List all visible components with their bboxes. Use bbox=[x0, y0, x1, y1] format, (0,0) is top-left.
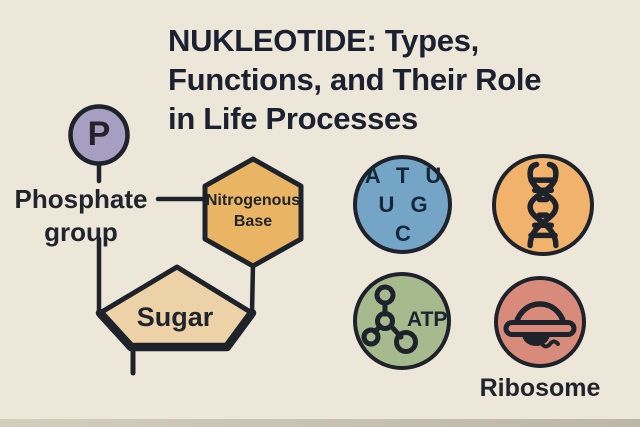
atp-circle: ATP bbox=[353, 272, 451, 370]
phosphate-group-label: Phosphate group bbox=[14, 184, 148, 247]
dna-helix-icon bbox=[527, 161, 559, 249]
atp-label: ATP bbox=[407, 308, 448, 331]
nitrogenous-base-label: Nitrogenous Base bbox=[205, 192, 301, 230]
ribosome-icon bbox=[503, 301, 577, 349]
sugar-label: Sugar bbox=[136, 302, 214, 332]
dna-circle bbox=[492, 154, 594, 256]
ribosome-label: Ribosome bbox=[479, 374, 601, 402]
page-title: NUKLEOTIDE: Types, Functions, and Their … bbox=[168, 23, 542, 136]
bottom-edge-strip bbox=[0, 419, 640, 427]
nucleobase-letters: A T U U G C bbox=[364, 163, 447, 246]
phosphate-circle bbox=[68, 104, 130, 166]
sugar-pentagon-thick-bottom bbox=[95, 308, 257, 352]
nitrogenous-base-hexagon bbox=[202, 156, 304, 269]
nucleobases-circle: A T U U G C bbox=[353, 155, 452, 254]
connector-base-to-sugar bbox=[249, 261, 256, 316]
phosphate-symbol: P bbox=[87, 114, 111, 153]
atp-molecule-icon bbox=[361, 284, 418, 354]
ribosome-circle bbox=[494, 276, 586, 368]
